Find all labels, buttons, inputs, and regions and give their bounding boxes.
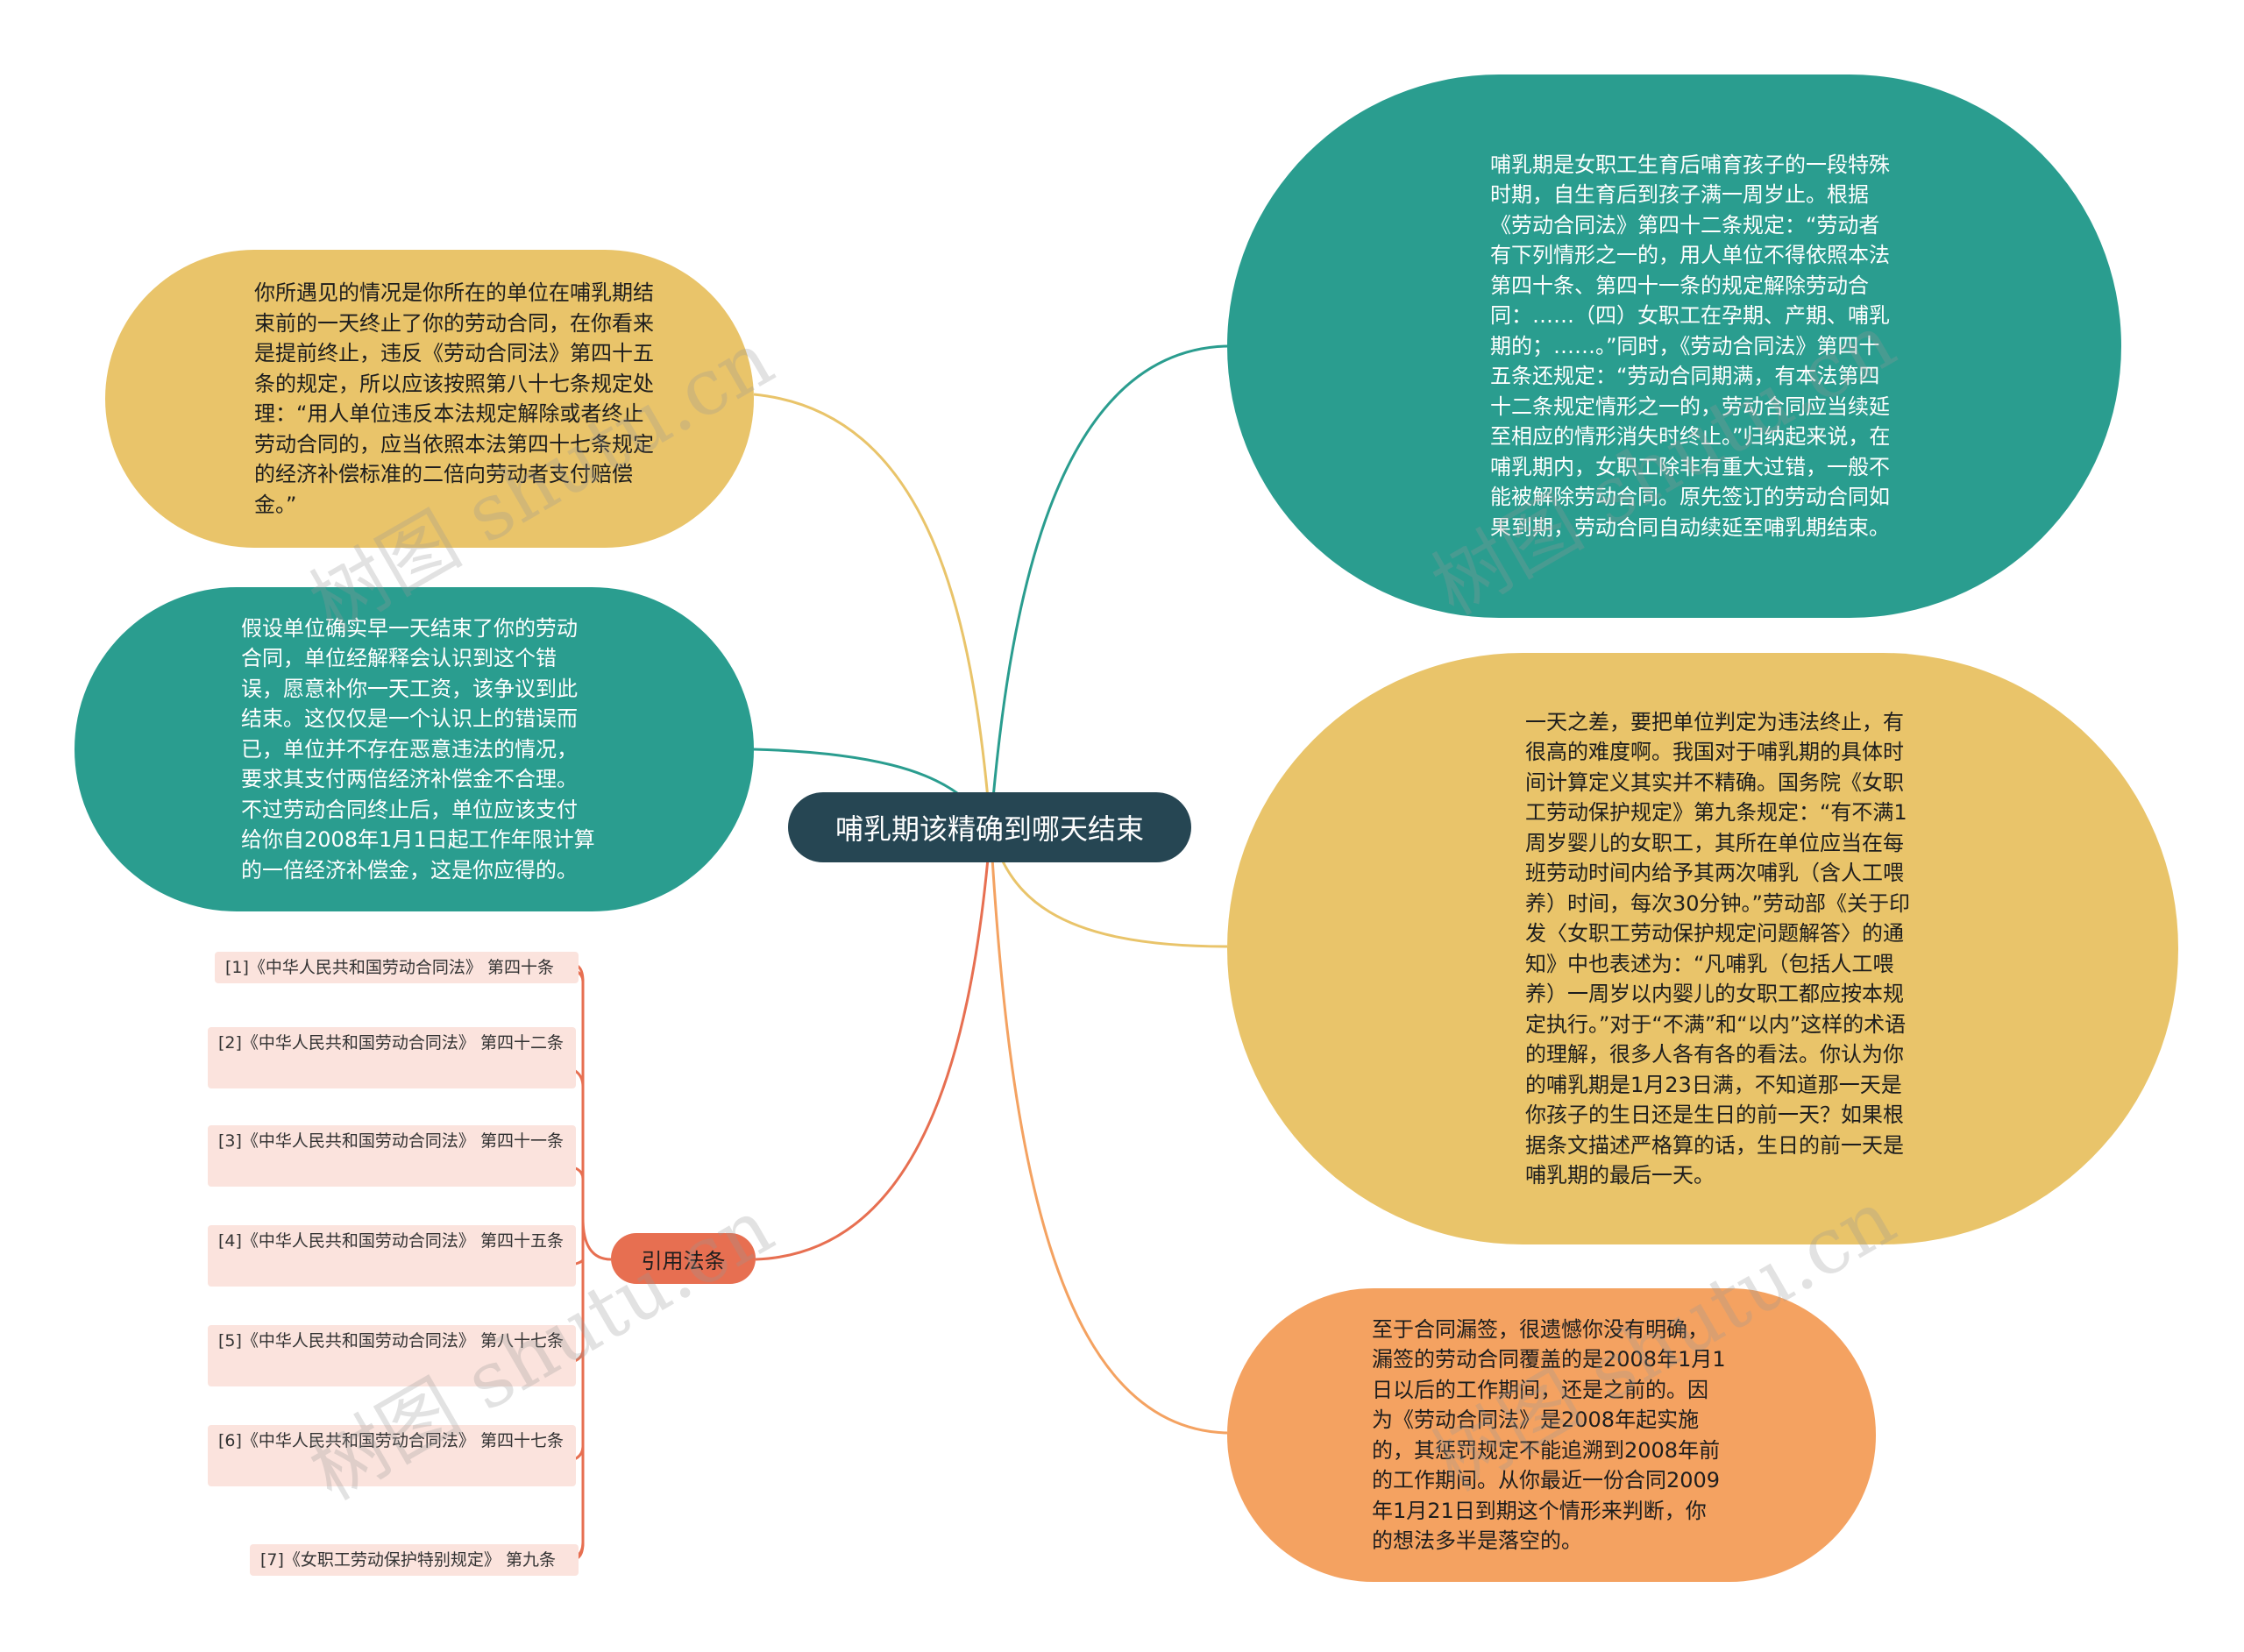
- edge-to-top-left: [753, 393, 992, 829]
- edge-to-teal-right: [989, 344, 1228, 829]
- node-lactation-period-definition-text: 哺乳期是女职工生育后哺育孩子的一段特殊时期，自生育后到孩子满一周岁止。根据《劳动…: [1490, 152, 1891, 540]
- node-lactation-period-definition[interactable]: 哺乳期是女职工生育后哺育孩子的一段特殊时期，自生育后到孩子满一周岁止。根据《劳动…: [1227, 74, 2121, 618]
- node-one-day-compensation[interactable]: 假设单位确实早一天结束了你的劳动合同，单位经解释会认识到这个错误，愿意补你一天工…: [75, 587, 754, 911]
- edge-bracket-citations: [569, 962, 612, 1562]
- edge-to-orange-right: [989, 827, 1228, 1435]
- node-one-day-difference-text: 一天之差，要把单位判定为违法终止，有很高的难度啊。我国对于哺乳期的具体时间计算定…: [1525, 709, 1910, 1188]
- node-one-day-compensation-text: 假设单位确实早一天结束了你的劳动合同，单位经解释会认识到这个错误，愿意补你一天工…: [241, 615, 595, 883]
- citation-item[interactable]: [4]《中华人民共和国劳动合同法》 第四十五条: [208, 1225, 576, 1287]
- citation-item[interactable]: [3]《中华人民共和国劳动合同法》 第四十一条: [208, 1125, 576, 1187]
- edge-to-citations: [755, 827, 992, 1261]
- node-contract-omission-text: 至于合同漏签，很遗憾你没有明确，漏签的劳动合同覆盖的是2008年1月1日以后的工…: [1372, 1316, 1726, 1554]
- citation-item[interactable]: [6]《中华人民共和国劳动合同法》 第四十七条: [208, 1425, 576, 1486]
- central-topic[interactable]: 哺乳期该精确到哪天结束: [788, 792, 1191, 862]
- node-contract-omission[interactable]: 至于合同漏签，很遗憾你没有明确，漏签的劳动合同覆盖的是2008年1月1日以后的工…: [1227, 1288, 1876, 1582]
- node-unit-terminated-early[interactable]: 你所遇见的情况是你所在的单位在哺乳期结束前的一天终止了你的劳动合同，在你看来是提…: [105, 250, 754, 548]
- node-unit-terminated-early-text: 你所遇见的情况是你所在的单位在哺乳期结束前的一天终止了你的劳动合同，在你看来是提…: [254, 280, 654, 517]
- citation-item[interactable]: [2]《中华人民共和国劳动合同法》 第四十二条: [208, 1027, 576, 1088]
- citation-item[interactable]: [5]《中华人民共和国劳动合同法》 第八十七条: [208, 1325, 576, 1386]
- node-one-day-difference[interactable]: 一天之差，要把单位判定为违法终止，有很高的难度啊。我国对于哺乳期的具体时间计算定…: [1227, 653, 2178, 1244]
- citation-item[interactable]: [1]《中华人民共和国劳动合同法》 第四十条: [215, 952, 579, 983]
- citations-hub[interactable]: 引用法条: [611, 1233, 756, 1284]
- citation-item[interactable]: [7]《女职工劳动保护特别规定》 第九条: [250, 1544, 579, 1576]
